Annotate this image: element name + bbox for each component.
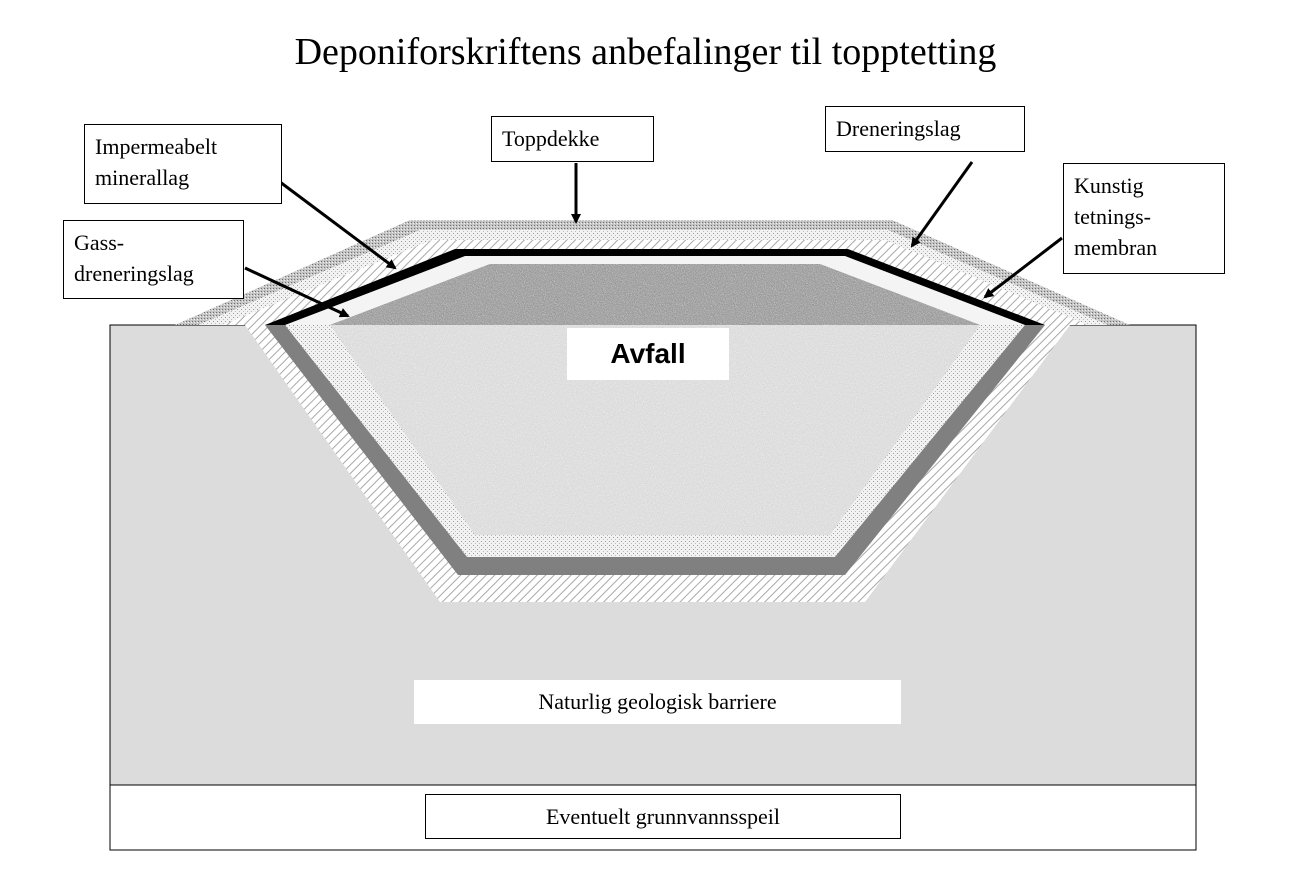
label-dreneringslag: Dreneringslag xyxy=(825,106,1025,152)
label-dreneringslag-text: Dreneringslag xyxy=(836,116,961,141)
label-kunstig-line3: membran xyxy=(1074,235,1158,260)
gass-arrow xyxy=(244,266,350,318)
label-gass-line1: Gass- xyxy=(74,230,125,255)
label-naturlig: Naturlig geologisk barriere xyxy=(414,680,901,724)
label-impermeabelt-line1: Impermeabelt xyxy=(95,134,218,159)
label-kunstig: Kunstig tetnings- membran xyxy=(1063,163,1225,274)
label-toppdekke: Toppdekke xyxy=(491,116,654,162)
label-impermeabelt: Impermeabelt minerallag xyxy=(84,124,282,204)
kunstig-arrow xyxy=(983,236,1063,299)
impermeabelt-arrow xyxy=(279,180,397,270)
diagram-title: Deponiforskriftens anbefalinger til topp… xyxy=(294,31,997,73)
label-kunstig-line1: Kunstig xyxy=(1074,173,1144,198)
label-grunnvann: Eventuelt grunnvannsspeil xyxy=(425,794,901,839)
waste-texture xyxy=(330,325,980,535)
dreneringslag-arrow xyxy=(910,161,974,248)
label-impermeabelt-line2: minerallag xyxy=(95,165,190,190)
label-gass-line2: dreneringslag xyxy=(74,261,194,286)
label-gass: Gass- dreneringslag xyxy=(63,220,244,299)
label-toppdekke-text: Toppdekke xyxy=(502,126,600,151)
waste-top-texture xyxy=(330,264,980,325)
label-kunstig-line2: tetnings- xyxy=(1074,204,1151,229)
label-avfall: Avfall xyxy=(567,328,729,380)
